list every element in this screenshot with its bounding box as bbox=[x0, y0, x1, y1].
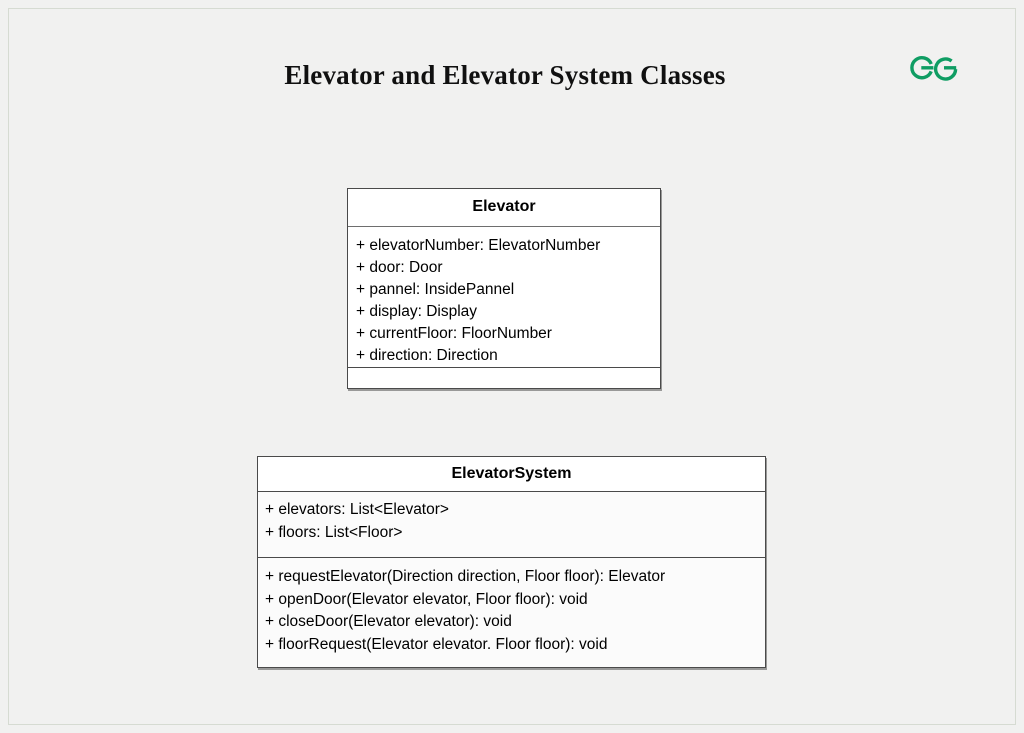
page-title: Elevator and Elevator System Classes bbox=[284, 60, 726, 90]
attribute-row: + door: Door bbox=[356, 259, 443, 276]
class-name-elevatorsystem: ElevatorSystem bbox=[258, 457, 765, 491]
attribute-row: + pannel: InsidePannel bbox=[356, 281, 515, 298]
attribute-row: + floors: List<Floor> bbox=[265, 523, 403, 541]
method-row: + closeDoor(Elevator elevator): void bbox=[265, 613, 512, 630]
attribute-row: + currentFloor: FloorNumber bbox=[356, 325, 552, 342]
attribute-row: + elevators: List<Elevator> bbox=[265, 501, 449, 518]
attribute-row: + display: Display bbox=[356, 303, 478, 320]
attribute-row: + direction: Direction bbox=[356, 347, 498, 364]
attributes-compartment-elevatorsystem: + elevators: List<Elevator> + floors: Li… bbox=[258, 491, 765, 557]
attribute-row: + elevatorNumber: ElevatorNumber bbox=[356, 237, 601, 254]
method-row: + floorRequest(Elevator elevator. Floor … bbox=[265, 635, 608, 653]
uml-class-elevatorsystem: ElevatorSystem + elevators: List<Elevato… bbox=[257, 456, 766, 668]
method-row: + requestElevator(Direction direction, F… bbox=[265, 568, 666, 585]
attributes-compartment-elevator: + elevatorNumber: ElevatorNumber + door:… bbox=[348, 226, 660, 367]
uml-class-elevator: Elevator + elevatorNumber: ElevatorNumbe… bbox=[347, 188, 661, 389]
class-name-elevator: Elevator bbox=[348, 189, 660, 226]
methods-compartment-elevator bbox=[348, 367, 660, 387]
methods-compartment-elevatorsystem: + requestElevator(Direction direction, F… bbox=[258, 557, 765, 667]
method-row: + openDoor(Elevator elevator, Floor floo… bbox=[265, 590, 588, 608]
geeksforgeeks-logo bbox=[903, 49, 965, 85]
